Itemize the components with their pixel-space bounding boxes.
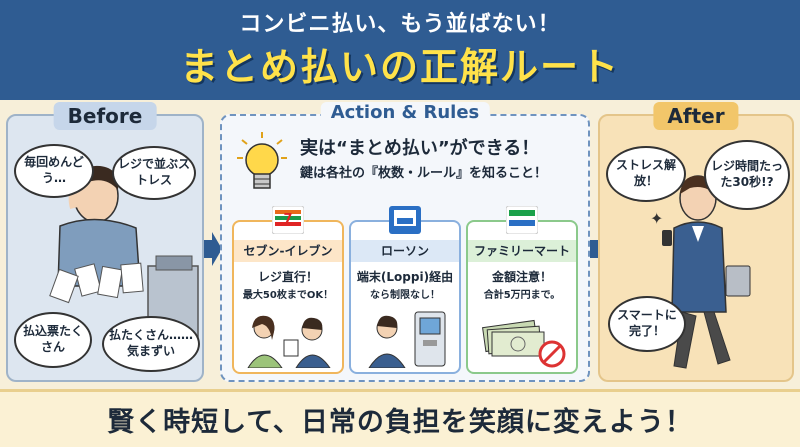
seven-eleven-logo: 7 bbox=[272, 206, 304, 234]
card-rule2-family: 合計5万円まで。 bbox=[483, 290, 561, 301]
happy-person-illustration: ✦ bbox=[650, 175, 751, 369]
after-panel: After ✦ ストレス解放！ レジ時間たった30秒!? スマートに完了！ bbox=[598, 102, 794, 382]
cash-prohibited-illustration bbox=[482, 319, 566, 368]
bubble-kimazui: 払たくさん……気まずい bbox=[102, 316, 200, 372]
loppi-terminal-illustration bbox=[368, 311, 446, 368]
header-subtitle: コンビニ払い、もう並ばない！ bbox=[239, 12, 561, 37]
bubble-30-seconds: レジ時間たった30秒!? bbox=[704, 140, 790, 210]
lightbulb-icon bbox=[237, 132, 287, 189]
card-rule1-lawson: 端末(Loppi)経由 bbox=[356, 270, 454, 284]
bubble-smart-done: スマートに完了！ bbox=[608, 296, 686, 352]
card-seven-eleven: セブン-イレブン レジ直行！ 最大50枚までOK！ bbox=[232, 220, 344, 374]
card-name-lawson: ローソン bbox=[351, 240, 459, 262]
lawson-logo bbox=[389, 206, 421, 234]
card-name-family: ファミリーマート bbox=[468, 240, 576, 262]
card-rule1-seven: レジ直行！ bbox=[257, 270, 318, 284]
card-rule2-lawson: なら制限なし！ bbox=[370, 290, 440, 301]
subline-rules: 鍵は各社の『枚数・ルール』を知ること！ bbox=[300, 166, 548, 181]
bubble-stress-free: ストレス解放！ bbox=[606, 146, 686, 202]
card-lawson: ローソン 端末(Loppi)経由 なら制限なし！ bbox=[349, 220, 461, 374]
after-label: After bbox=[653, 102, 739, 130]
before-panel: Before 〃 毎回めんどう… レジで並ぶストレス 払込票たくさん 払たくさん… bbox=[6, 102, 204, 382]
bubble-mendou: 毎回めんどう… bbox=[14, 144, 94, 198]
svg-text:7: 7 bbox=[283, 212, 292, 227]
card-rule2-seven: 最大50枚までOK！ bbox=[242, 290, 334, 301]
header-title: まとめ払いの正解ルート bbox=[179, 45, 620, 89]
action-rules-panel: Action & Rules 実は“まとめ払い”ができる！ 鍵は各社の『枚数・ル… bbox=[220, 102, 590, 382]
card-rule1-family: 金額注意！ bbox=[491, 270, 552, 284]
headline-matome: 実は“まとめ払い”ができる！ bbox=[300, 138, 540, 159]
card-familymart: ファミリーマート 金額注意！ 合計5万円まで。 bbox=[466, 220, 578, 374]
footer-slogan: 賢く時短して、日常の負担を笑顔に変えよう！ bbox=[0, 389, 800, 447]
card-name-seven: セブン-イレブン bbox=[234, 240, 342, 262]
action-rules-label: Action & Rules bbox=[320, 102, 490, 123]
arrow-right-icon bbox=[204, 232, 222, 266]
cashier-illustration bbox=[247, 315, 331, 368]
familymart-logo bbox=[506, 206, 538, 234]
before-label: Before bbox=[53, 102, 157, 130]
bubble-haraikomi: 払込票たくさん bbox=[14, 312, 92, 368]
bubble-reji-stress: レジで並ぶストレス bbox=[112, 146, 196, 200]
svg-text:✦: ✦ bbox=[650, 209, 663, 228]
header-banner: コンビニ払い、もう並ばない！ まとめ払いの正解ルート bbox=[0, 0, 800, 100]
